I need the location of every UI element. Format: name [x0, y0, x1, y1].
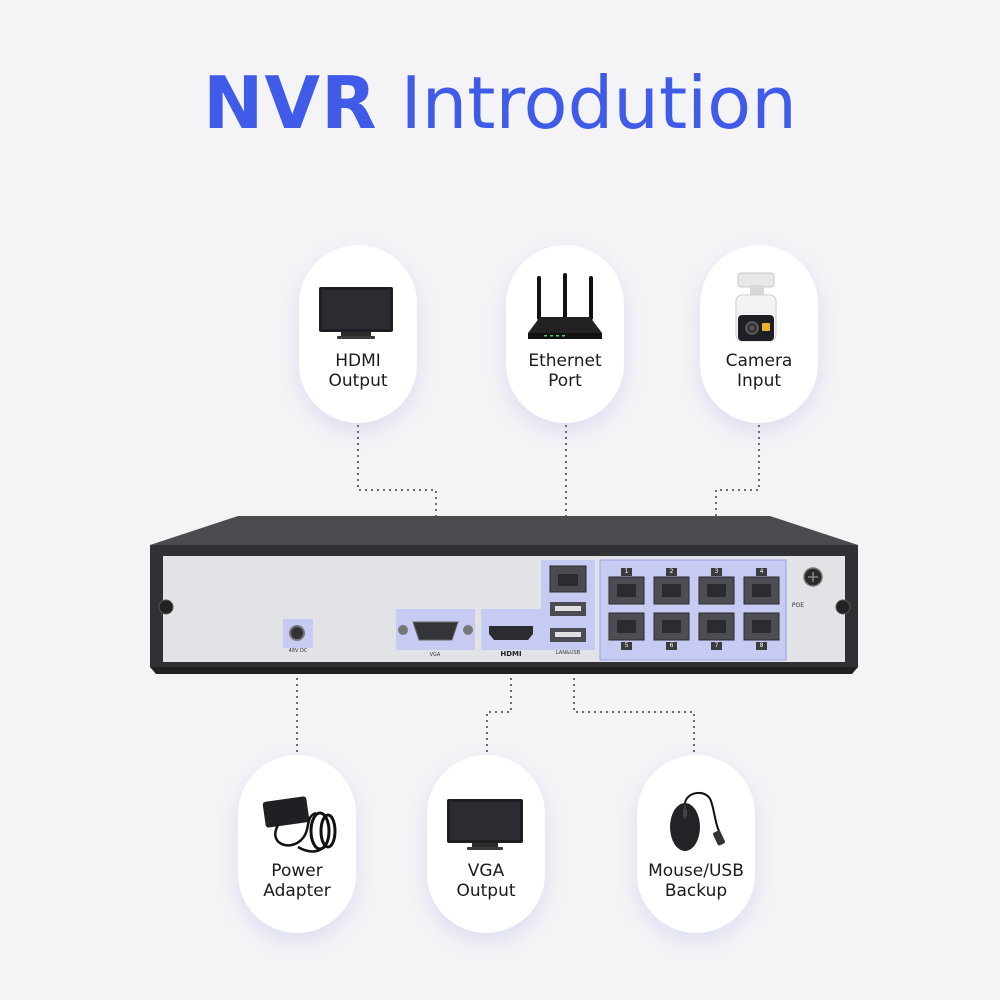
poe-port-number: 3 [711, 568, 722, 576]
poe-port-number: 8 [756, 642, 767, 650]
poe-port-socket [617, 620, 636, 633]
poe-port-number: 6 [666, 642, 677, 650]
poe-port-socket [617, 584, 636, 597]
connector-mouse-usb [573, 648, 695, 752]
poe-port-number: 4 [756, 568, 767, 576]
title-bold: NVR [203, 61, 378, 145]
monitor-icon [319, 287, 393, 339]
poe-port-number: 5 [621, 642, 632, 650]
poe-port-socket [662, 584, 681, 597]
poe-port-socket [752, 584, 771, 597]
title-rest: Introdution [400, 61, 797, 145]
connector-vga-output [486, 648, 512, 752]
lan-usb-port-label: LAN&USB [555, 650, 581, 656]
poe-port-socket [752, 620, 771, 633]
vga-port-label: VGA [429, 652, 441, 658]
power-adapter-icon [262, 796, 337, 853]
page-title: NVR Introdution [0, 58, 1000, 148]
nvr-top-lid [150, 516, 858, 545]
poe-port-number: 7 [711, 642, 722, 650]
poe-port-number: 2 [666, 568, 677, 576]
poe-port-socket [707, 584, 726, 597]
hdmi-port-label: HDMI [500, 650, 522, 658]
monitor-icon [447, 799, 523, 850]
mouse-icon [670, 792, 725, 851]
vga-connector [412, 621, 459, 641]
router-icon [528, 273, 602, 339]
power-jack [289, 625, 305, 641]
camera-icon [735, 272, 777, 342]
connector-hdmi-output [357, 425, 437, 622]
poe-port-socket [707, 620, 726, 633]
poe-port-number: 1 [621, 568, 632, 576]
hdmi-connector [489, 626, 533, 640]
poe-port-socket [662, 620, 681, 633]
poe-ports [608, 576, 780, 641]
power-port-label: 48V DC [288, 648, 308, 654]
poe-label: POE [791, 602, 805, 609]
